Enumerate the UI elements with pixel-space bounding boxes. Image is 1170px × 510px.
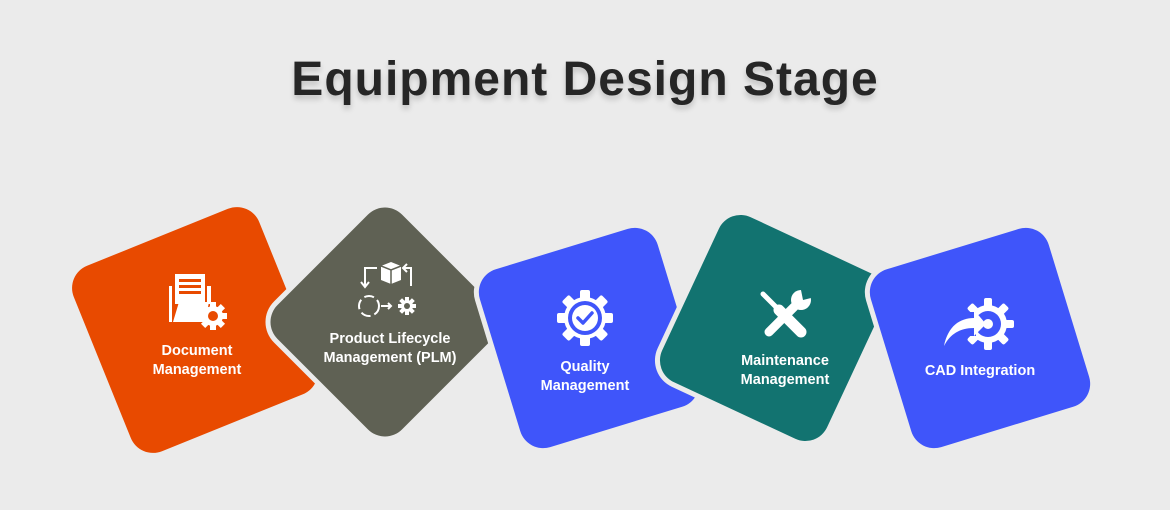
stage-label: Product Lifecycle Management (PLM) (323, 331, 457, 366)
stage-label: Quality Management (540, 359, 630, 394)
stage-document-management: Document Management (97, 272, 297, 380)
gear-checkmark-icon (555, 288, 615, 348)
stage-cad-integration: CAD Integration (880, 296, 1080, 381)
wrench-screwdriver-icon (757, 288, 813, 342)
page-title: Equipment Design Stage (291, 53, 879, 106)
stage-plm: Product Lifecycle Management (PLM) (300, 262, 480, 368)
document-folder-gear-icon (165, 272, 229, 332)
stage-quality-management: Quality Management (490, 288, 680, 396)
stage-maintenance-management: Maintenance Management (685, 288, 885, 390)
stage-label: CAD Integration (924, 363, 1036, 379)
stage-label: Document Management (152, 343, 242, 378)
stage-label: Maintenance Management (740, 353, 830, 388)
lifecycle-cycle-icon (357, 262, 423, 320)
arrow-gear-icon (942, 296, 1018, 352)
